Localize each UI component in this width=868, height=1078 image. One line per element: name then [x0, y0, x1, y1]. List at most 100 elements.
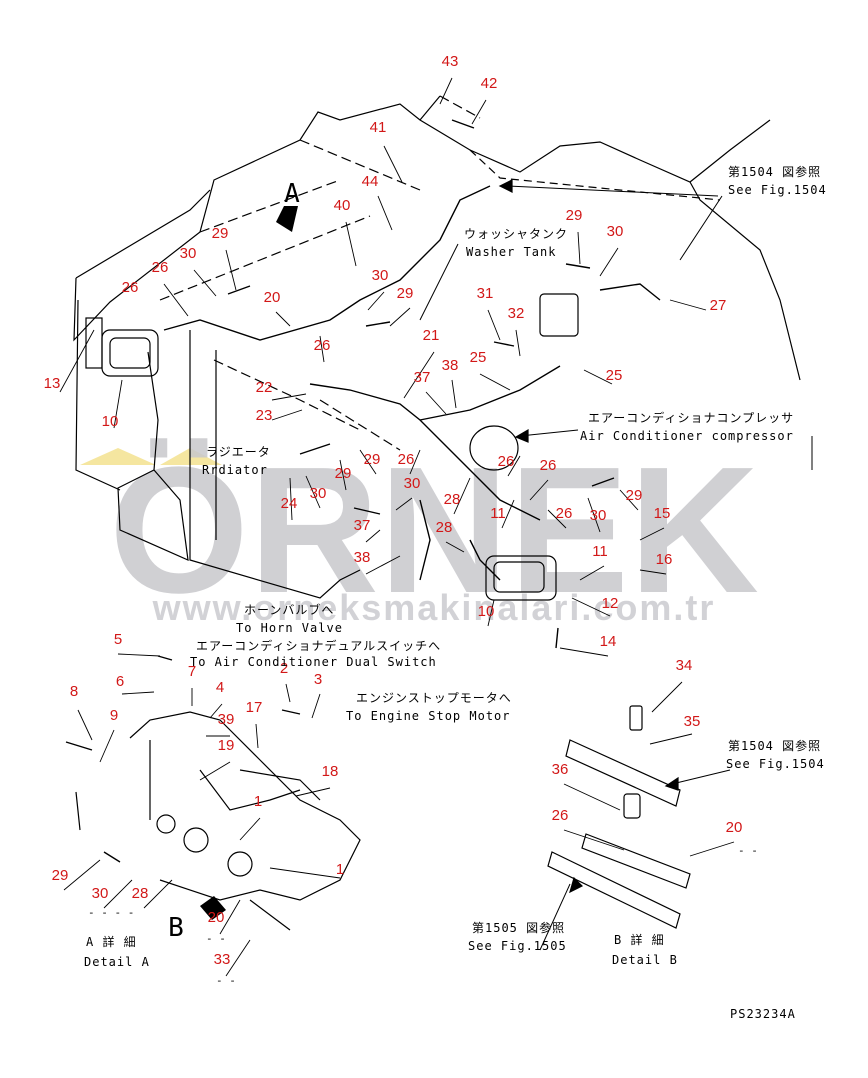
part-number-25: 25 [470, 349, 487, 366]
view-letter-a: A [284, 179, 300, 209]
detail-a-knob-2 [227, 851, 253, 877]
part-number-39: 39 [218, 711, 235, 728]
radiator-frame [189, 330, 361, 599]
note-label: To Air Conditioner Dual Switch [190, 655, 437, 669]
detail-a-frame [75, 711, 361, 901]
part-number-8: 8 [70, 683, 78, 700]
note-label: 第1504 図参照 [728, 738, 821, 753]
part-number-20: 20 [726, 819, 743, 836]
note-label: Washer Tank [466, 245, 556, 259]
part-number-6: 6 [116, 673, 124, 690]
note-label: Detail A [84, 955, 150, 969]
part-number-29: 29 [335, 465, 352, 482]
leader-lines [59, 77, 735, 977]
part-number-42: 42 [481, 75, 498, 92]
note-label: See Fig.1504 [726, 757, 825, 771]
part-number-26: 26 [122, 279, 139, 296]
part-number-11: 11 [592, 543, 608, 560]
body-rear [689, 181, 801, 381]
lower-frame [117, 469, 189, 561]
part-number-29: 29 [566, 207, 583, 224]
note-label: エアーコンディショナデュアルスイッチへ [196, 638, 441, 653]
note-label: エアーコンディショナコンプレッサ [588, 410, 794, 425]
arrow-head-3 [664, 776, 679, 791]
washer-tank [539, 293, 579, 337]
part-number-11: 11 [490, 505, 506, 522]
dash-mark: - - [216, 974, 236, 987]
watermark-accent-right [160, 448, 222, 465]
part-number-26: 26 [498, 453, 515, 470]
part-number-35: 35 [684, 713, 701, 730]
part-number-28: 28 [436, 519, 453, 536]
part-number-26: 26 [552, 807, 569, 824]
part-number-10: 10 [478, 603, 495, 620]
part-number-15: 15 [654, 505, 671, 522]
part-number-2: 2 [280, 660, 288, 677]
note-arrows [419, 185, 813, 951]
part-number-40: 40 [334, 197, 351, 214]
compressor [469, 425, 519, 471]
part-number-30: 30 [590, 507, 607, 524]
dash-mark: - - - - [88, 906, 134, 919]
note-label: Detail B [612, 953, 678, 967]
detail-a-knob-1 [183, 827, 209, 853]
part-number-12: 12 [602, 595, 619, 612]
part-number-38: 38 [442, 357, 459, 374]
watermark-logo: ÖRNEK [109, 430, 759, 631]
part-number-44: 44 [362, 173, 379, 190]
dash-mark: - - [206, 932, 226, 945]
arrow-head-2 [514, 428, 529, 443]
note-label: To Engine Stop Motor [346, 709, 511, 723]
part-number-20: 20 [208, 909, 225, 926]
part-number-36: 36 [552, 761, 569, 778]
detail-b-pipe-2 [581, 833, 691, 889]
part-number-25: 25 [606, 367, 623, 384]
note-label: ウォッシャタンク [464, 227, 568, 241]
left-side [75, 299, 159, 491]
part-number-24: 24 [281, 495, 298, 512]
note-label: B 詳 細 [614, 932, 665, 947]
part-number-29: 29 [52, 867, 69, 884]
part-number-1: 1 [336, 861, 344, 878]
wire-harness [163, 185, 661, 581]
part-number-30: 30 [310, 485, 327, 502]
part-number-26: 26 [556, 505, 573, 522]
part-number-26: 26 [540, 457, 557, 474]
view-arrow-b [200, 896, 226, 920]
part-number-3: 3 [314, 671, 322, 688]
part-number-20: 20 [264, 289, 281, 306]
note-label: See Fig.1505 [468, 939, 567, 953]
part-number-30: 30 [92, 885, 109, 902]
part-number-9: 9 [110, 707, 118, 724]
note-label: See Fig.1504 [728, 183, 827, 197]
part-number-21: 21 [423, 327, 440, 344]
part-number-30: 30 [180, 245, 197, 262]
headlight-left-inner [109, 337, 151, 369]
detail-b-pipe-3 [547, 851, 681, 929]
arrow-head-4 [569, 876, 584, 894]
detail-a-knob-3 [156, 814, 176, 834]
part-number-23: 23 [256, 407, 273, 424]
part-number-1: 1 [254, 793, 262, 810]
part-number-37: 37 [354, 517, 371, 534]
part-number-26: 26 [398, 451, 415, 468]
part-number-26: 26 [152, 259, 169, 276]
bolts [65, 119, 615, 863]
note-label: To Horn Valve [236, 621, 343, 635]
detail-b-pipe-1 [565, 739, 681, 807]
part-number-29: 29 [364, 451, 381, 468]
part-number-32: 32 [508, 305, 525, 322]
part-number-29: 29 [626, 487, 643, 504]
note-label: ラジエータ [206, 445, 271, 459]
part-number-37: 37 [414, 369, 431, 386]
part-number-5: 5 [114, 631, 122, 648]
note-label: 第1504 図参照 [728, 164, 821, 179]
body-outline [73, 95, 771, 342]
part-number-16: 16 [656, 551, 673, 568]
note-label: Rrdiator [202, 463, 268, 477]
part-number-29: 29 [212, 225, 229, 242]
detail-b-spacer [623, 793, 641, 819]
